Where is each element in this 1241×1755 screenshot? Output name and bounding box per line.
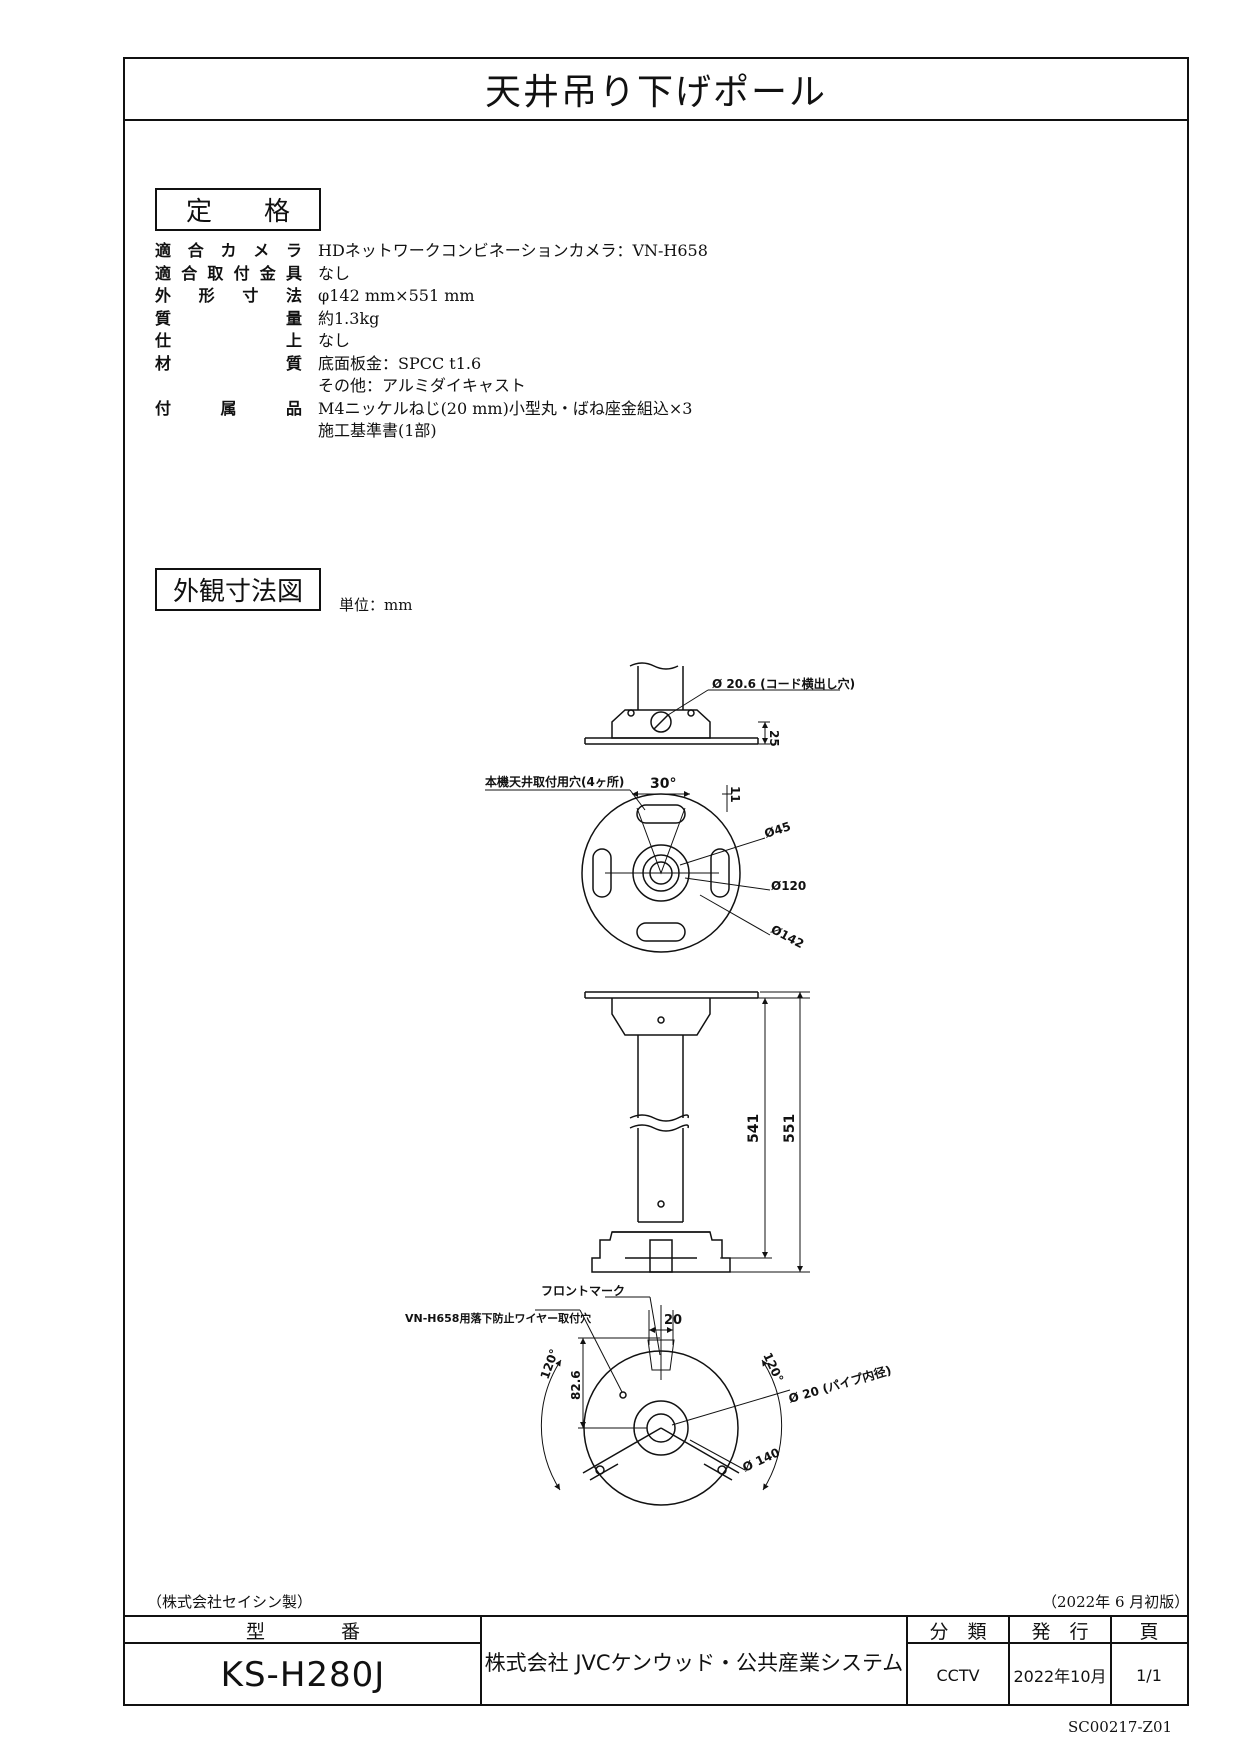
- document-title: 天井吊り下げポール: [125, 59, 1187, 121]
- category-label: 分 類: [907, 1615, 1009, 1644]
- spec-label: 適合カメラ: [155, 241, 302, 260]
- spec-label: 材質: [155, 353, 302, 373]
- model-label: 型 番: [125, 1615, 481, 1644]
- spec-label: 外形寸法: [155, 286, 302, 305]
- company-name: 株式会社 JVCケンウッド・公共産業システム: [481, 1615, 907, 1706]
- spec-value: 約1.3kg: [318, 308, 380, 328]
- spec-value: φ142 mm×551 mm: [318, 286, 475, 305]
- angle-30-label: 30°: [650, 776, 676, 792]
- spec-heading: 定 格: [155, 188, 321, 231]
- spec-value: M4ニッケルねじ(20 mm)小型丸・ばね座金組込×3: [318, 398, 693, 418]
- top-view: [485, 785, 771, 953]
- spec-value: なし: [318, 263, 351, 283]
- model-number: KS-H280J: [125, 1642, 481, 1706]
- issue-label: 発 行: [1009, 1615, 1111, 1644]
- issue-date: 2022年10月: [1009, 1642, 1111, 1706]
- bottom-view: [535, 1296, 791, 1506]
- spec-row: 施工基準書(1部): [155, 420, 708, 443]
- edition-note: （2022年 6 月初版）: [1042, 1593, 1190, 1611]
- dim-541-label: 541: [746, 1114, 762, 1143]
- front-mark-label: フロントマーク: [541, 1284, 625, 1298]
- document-number: SC00217-Z01: [1068, 1718, 1173, 1736]
- maker-note: （株式会社セイシン製）: [147, 1593, 313, 1611]
- pipe-diameter-label: Ø 20 (パイプ内径): [787, 1362, 893, 1406]
- title-block: 型 番 KS-H280J 株式会社 JVCケンウッド・公共産業システム 分 類 …: [125, 1615, 1187, 1706]
- spec-row: 外形寸法 φ142 mm×551 mm: [155, 285, 708, 308]
- diameter-120-label: Ø120: [771, 879, 806, 893]
- unit-label: 単位：mm: [339, 596, 413, 614]
- drawing-heading: 外観寸法図: [155, 568, 321, 611]
- spec-label: 付属品: [155, 398, 302, 418]
- spec-value: その他：アルミダイキャスト: [318, 376, 526, 395]
- spec-value: 施工基準書(1部): [318, 421, 437, 440]
- spec-label: 質量: [155, 308, 302, 328]
- cord-hole-label: Ø 20.6 (コード横出し穴): [712, 676, 855, 691]
- category-value: CCTV: [907, 1642, 1009, 1706]
- dim-82-6-label: 82.6: [569, 1370, 583, 1400]
- spec-row: 仕上なし: [155, 330, 708, 353]
- dim-20-label: 20: [664, 1313, 682, 1328]
- spec-row: 付属品 M4ニッケルねじ(20 mm)小型丸・ばね座金組込×3: [155, 398, 708, 421]
- spec-row: 質量約1.3kg: [155, 308, 708, 331]
- document-frame: 天井吊り下げポール 定 格 適合カメラ HDネットワークコンビネーションカメラ：V…: [123, 57, 1189, 1706]
- spec-row: その他：アルミダイキャスト: [155, 375, 708, 398]
- page-label: 頁: [1111, 1615, 1187, 1644]
- page-number: 1/1: [1111, 1642, 1187, 1706]
- dim-551-label: 551: [782, 1114, 798, 1143]
- spec-row: 材質底面板金：SPCC t1.6: [155, 353, 708, 376]
- spec-row: 適合カメラ HDネットワークコンビネーションカメラ：VN-H658: [155, 240, 708, 263]
- side-view-full: [584, 991, 810, 1273]
- spec-value: 底面板金：SPCC t1.6: [318, 353, 482, 373]
- angle-120-right-label: 120°: [760, 1350, 786, 1384]
- spec-row: 適合取付金具なし: [155, 263, 708, 286]
- dim-11-label: 11: [728, 786, 742, 803]
- spec-label: 適合取付金具: [155, 263, 302, 283]
- spec-value: HDネットワークコンビネーションカメラ：VN-H658: [318, 241, 708, 260]
- side-view-top: [584, 662, 840, 745]
- dim-25-label: 25: [767, 730, 781, 747]
- wire-hole-label: VN-H658用落下防止ワイヤー取付穴: [405, 1311, 591, 1325]
- spec-value: なし: [318, 331, 351, 350]
- diameter-45-label: Ø45: [763, 819, 793, 841]
- diameter-140-label: Ø 140: [740, 1445, 782, 1474]
- ceiling-holes-label: 本機天井取付用穴(4ヶ所): [485, 774, 624, 789]
- diameter-142-label: Ø142: [769, 922, 807, 951]
- spec-label: 仕上: [155, 331, 302, 350]
